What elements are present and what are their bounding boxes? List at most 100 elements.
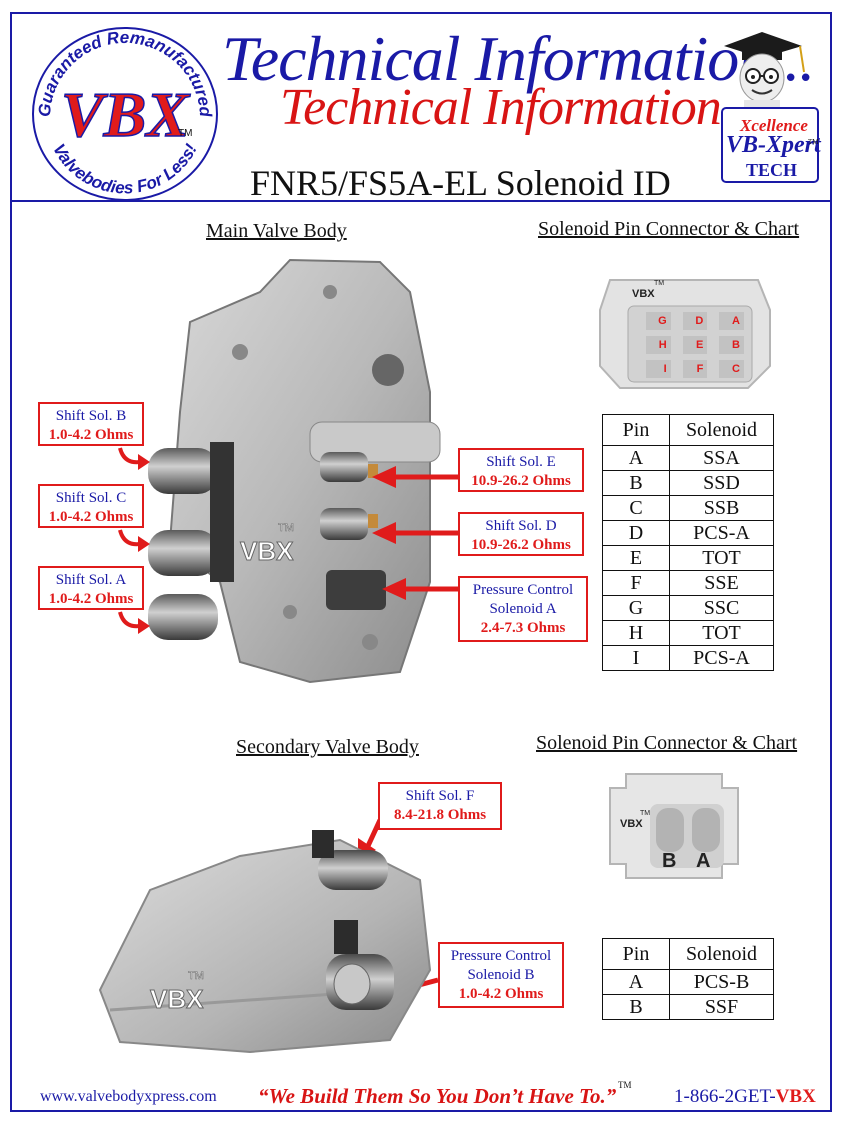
header-solenoid: Solenoid	[669, 938, 774, 970]
badge-xcellence: Xcellence	[740, 116, 808, 135]
secondary-valve-body-title: Secondary Valve Body	[236, 736, 419, 758]
header-solenoid: Solenoid	[669, 414, 774, 446]
vbx-seal-logo: Guaranteed Remanufactured Valvebodies Fo…	[32, 27, 218, 201]
callout-ohms: 10.9-26.2 Ohms	[471, 537, 571, 553]
callout-name: Shift Sol. A	[55, 572, 127, 588]
solenoid-cell: SSD	[669, 470, 774, 496]
header-divider	[10, 200, 832, 202]
connector-brand: VBX	[620, 818, 643, 830]
footer-url[interactable]: www.valvebodyxpress.com	[40, 1088, 217, 1105]
callout-ohms: 8.4-21.8 Ohms	[393, 807, 487, 823]
pin-label-b: B	[662, 850, 677, 872]
pin-label: B	[719, 336, 744, 354]
seal-brand: VBX	[61, 79, 190, 150]
secondary-valve-body-photo	[98, 830, 432, 1054]
solenoid-cell: PCS-A	[669, 645, 774, 671]
solenoid-cell: SSF	[669, 994, 774, 1020]
solenoid-cell: SSA	[669, 445, 774, 471]
callout-name: Shift Sol. D	[485, 518, 557, 534]
solenoid-cell: SSB	[669, 495, 774, 521]
title-shadow: Technical Information...	[280, 79, 758, 136]
pin-cell: A	[602, 969, 670, 995]
pin-cell: B	[602, 994, 670, 1020]
connector-icon	[609, 773, 739, 879]
pin-cell: B	[602, 470, 670, 496]
pin-cell: I	[602, 645, 670, 671]
connector-pin-grid: G D A H E B I F C	[640, 312, 750, 378]
footer-slogan-tm: TM	[618, 1080, 632, 1090]
secondary-watermark-tm: TM	[188, 970, 204, 983]
pin-label: E	[682, 336, 708, 354]
solenoid-cell: TOT	[669, 620, 774, 646]
pin-cell: D	[602, 520, 670, 546]
pin-label: A	[719, 312, 744, 330]
pin-label: D	[682, 312, 708, 330]
page-frame	[10, 12, 832, 1112]
vbxpert-badge: Xcellence VB-Xpert TM TECH	[704, 28, 826, 186]
callout-name: Pressure Control Solenoid B	[450, 948, 552, 983]
callout-shift-sol-e: Shift Sol. E 10.9-26.2 Ohms	[458, 448, 584, 492]
callout-ohms: 1.0-4.2 Ohms	[48, 591, 134, 607]
phone-prefix: 1-866-2GET-	[674, 1086, 776, 1107]
pin-label: C	[719, 360, 744, 378]
callout-name: Shift Sol. E	[486, 454, 556, 470]
connector-brand-tm: TM	[654, 280, 665, 287]
table-header-row: Pin Solenoid	[602, 414, 774, 446]
callout-ohms: 2.4-7.3 Ohms	[480, 620, 566, 636]
solenoid-cell: SSC	[669, 595, 774, 621]
callout-ohms: 1.0-4.2 Ohms	[458, 986, 544, 1002]
mascot-icon	[721, 32, 819, 183]
pin-cell: E	[602, 545, 670, 571]
solenoid-cell: PCS-A	[669, 520, 774, 546]
callout-name: Shift Sol. B	[55, 408, 127, 424]
main-valve-body-title: Main Valve Body	[206, 220, 347, 242]
solenoid-cell: TOT	[669, 545, 774, 571]
callout-shift-sol-d: Shift Sol. D 10.9-26.2 Ohms	[458, 512, 584, 556]
callout-ohms: 10.9-26.2 Ohms	[471, 473, 571, 489]
callout-name: Shift Sol. C	[55, 490, 127, 506]
pin-label: H	[646, 336, 671, 354]
header-pin: Pin	[602, 938, 670, 970]
pin-label: G	[646, 312, 671, 330]
badge-tm: TM	[808, 138, 819, 146]
pin-cell: F	[602, 570, 670, 596]
solenoid-cell: SSE	[669, 570, 774, 596]
badge-tech: TECH	[746, 160, 798, 180]
pin-label-a: A	[696, 850, 711, 872]
main-watermark: VBX	[239, 536, 294, 567]
callout-ohms: 1.0-4.2 Ohms	[48, 427, 134, 443]
solenoid-cell: PCS-B	[669, 969, 774, 995]
pin-label: F	[682, 360, 708, 378]
callout-pcs-a: Pressure Control Solenoid A 2.4-7.3 Ohms	[458, 576, 588, 642]
seal-tm: TM	[178, 128, 192, 139]
pin-label: I	[646, 360, 671, 378]
main-connector-title: Solenoid Pin Connector & Chart	[538, 218, 800, 240]
footer-phone[interactable]: 1-866-2GET-VBX	[674, 1086, 816, 1108]
title-primary: Technical Information...	[222, 23, 815, 94]
header-pin: Pin	[602, 414, 670, 446]
pin-cell: G	[602, 595, 670, 621]
pin-cell: H	[602, 620, 670, 646]
connector-brand: VBX	[632, 288, 655, 300]
callout-pcs-b: Pressure Control Solenoid B 1.0-4.2 Ohms	[438, 942, 564, 1008]
callout-name: Shift Sol. F	[405, 788, 475, 804]
main-watermark-tm: TM	[278, 522, 294, 535]
callout-shift-sol-a: Shift Sol. A 1.0-4.2 Ohms	[38, 566, 144, 610]
callout-name: Pressure Control Solenoid A	[472, 582, 574, 617]
document-title: FNR5/FS5A-EL Solenoid ID	[250, 163, 671, 203]
main-valve-body-photo	[148, 258, 441, 684]
secondary-connector-photo: VBX TM B A	[604, 770, 744, 882]
connector-brand-tm: TM	[640, 810, 651, 817]
secondary-watermark: VBX	[149, 984, 204, 1015]
callout-shift-sol-b: Shift Sol. B 1.0-4.2 Ohms	[38, 402, 144, 446]
